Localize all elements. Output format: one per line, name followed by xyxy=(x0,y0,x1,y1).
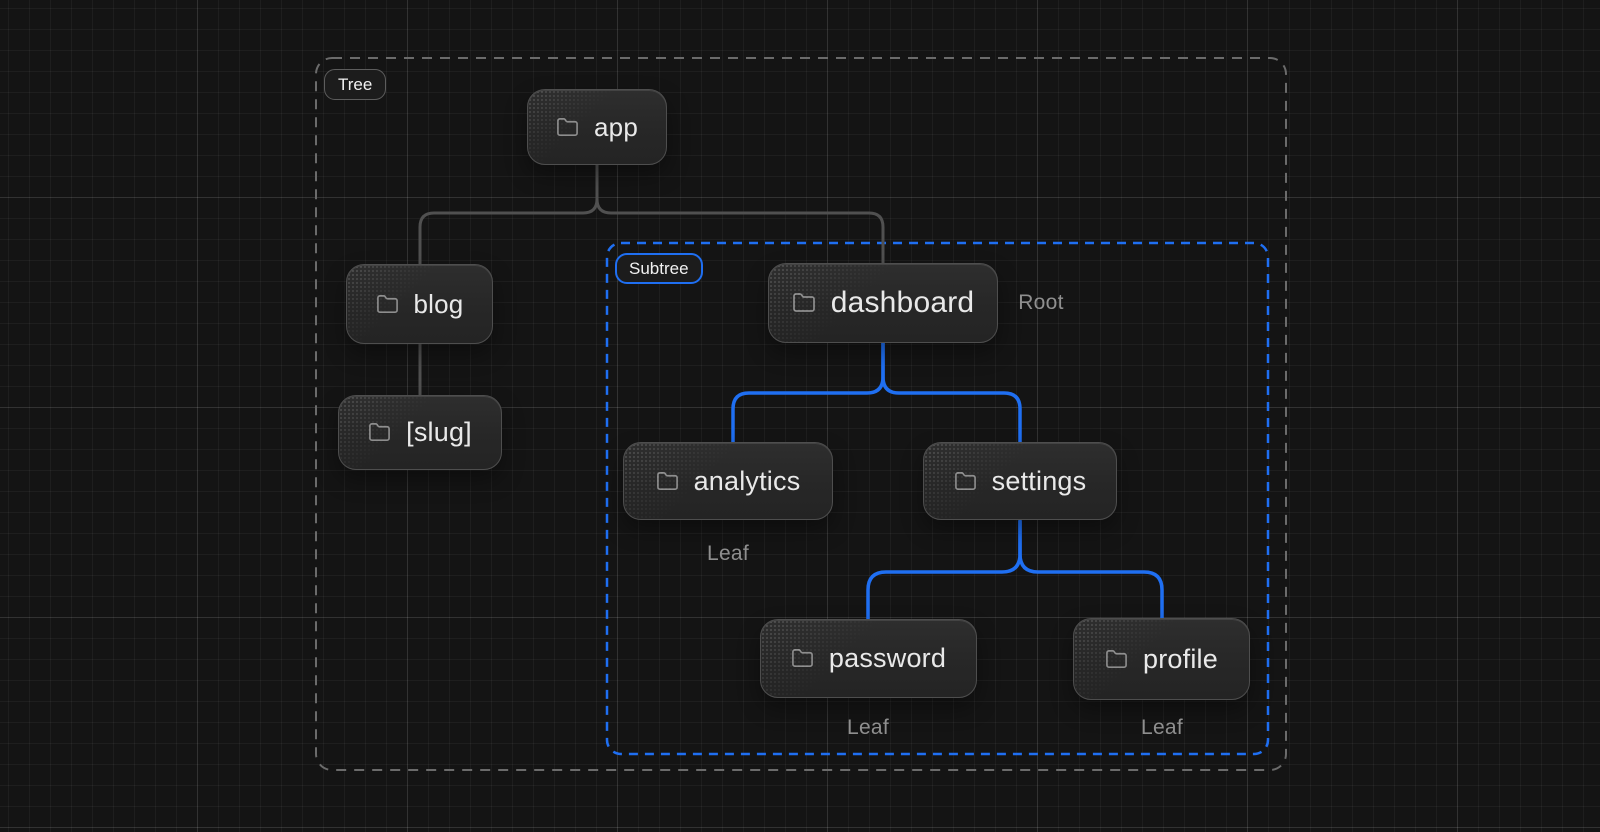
tree-group-border xyxy=(315,57,1287,771)
folder-icon xyxy=(1105,648,1128,671)
edge-app-dashboard xyxy=(595,163,885,265)
tree-node-profile: profile xyxy=(1073,618,1250,700)
folder-icon xyxy=(954,470,977,493)
node-label: [slug] xyxy=(406,417,472,447)
folder-icon xyxy=(656,470,679,493)
tree-node-dashboard: dashboard xyxy=(768,263,998,343)
folder-icon xyxy=(376,293,399,316)
edges-gray xyxy=(418,163,885,397)
tree-node-password: password xyxy=(760,619,977,698)
tree-node-settings: settings xyxy=(923,442,1117,520)
annotation-leaf-password: Leaf xyxy=(846,716,890,739)
edge-settings-password xyxy=(866,519,1022,621)
edge-app-blog xyxy=(418,163,599,266)
tree-node-blog: blog xyxy=(346,264,493,344)
tree-node-app: app xyxy=(527,89,667,165)
edge-dashboard-settings xyxy=(881,341,1022,444)
folder-icon xyxy=(556,116,579,139)
edges-blue xyxy=(731,341,1164,621)
folder-icon xyxy=(791,647,814,670)
node-label: blog xyxy=(413,288,464,319)
subtree-group-chip: Subtree xyxy=(615,253,703,284)
node-label: app xyxy=(594,111,638,142)
annotation-leaf-analytics: Leaf xyxy=(706,542,750,565)
node-label: profile xyxy=(1143,643,1218,674)
node-label: password xyxy=(828,643,947,673)
folder-icon xyxy=(368,421,391,444)
annotation-root: Root xyxy=(1018,291,1064,314)
tree-group-chip: Tree xyxy=(324,69,387,100)
annotation-leaf-profile: Leaf xyxy=(1140,716,1184,739)
node-label: analytics xyxy=(693,465,801,496)
edge-settings-profile xyxy=(1018,519,1164,620)
node-label: dashboard xyxy=(830,286,975,319)
subtree-group-border xyxy=(605,241,1270,756)
tree-node-slug: [slug] xyxy=(338,395,502,470)
edge-dashboard-analytics xyxy=(731,341,885,444)
folder-icon xyxy=(792,291,816,315)
node-label: settings xyxy=(991,465,1087,496)
tree-node-analytics: analytics xyxy=(623,442,833,520)
